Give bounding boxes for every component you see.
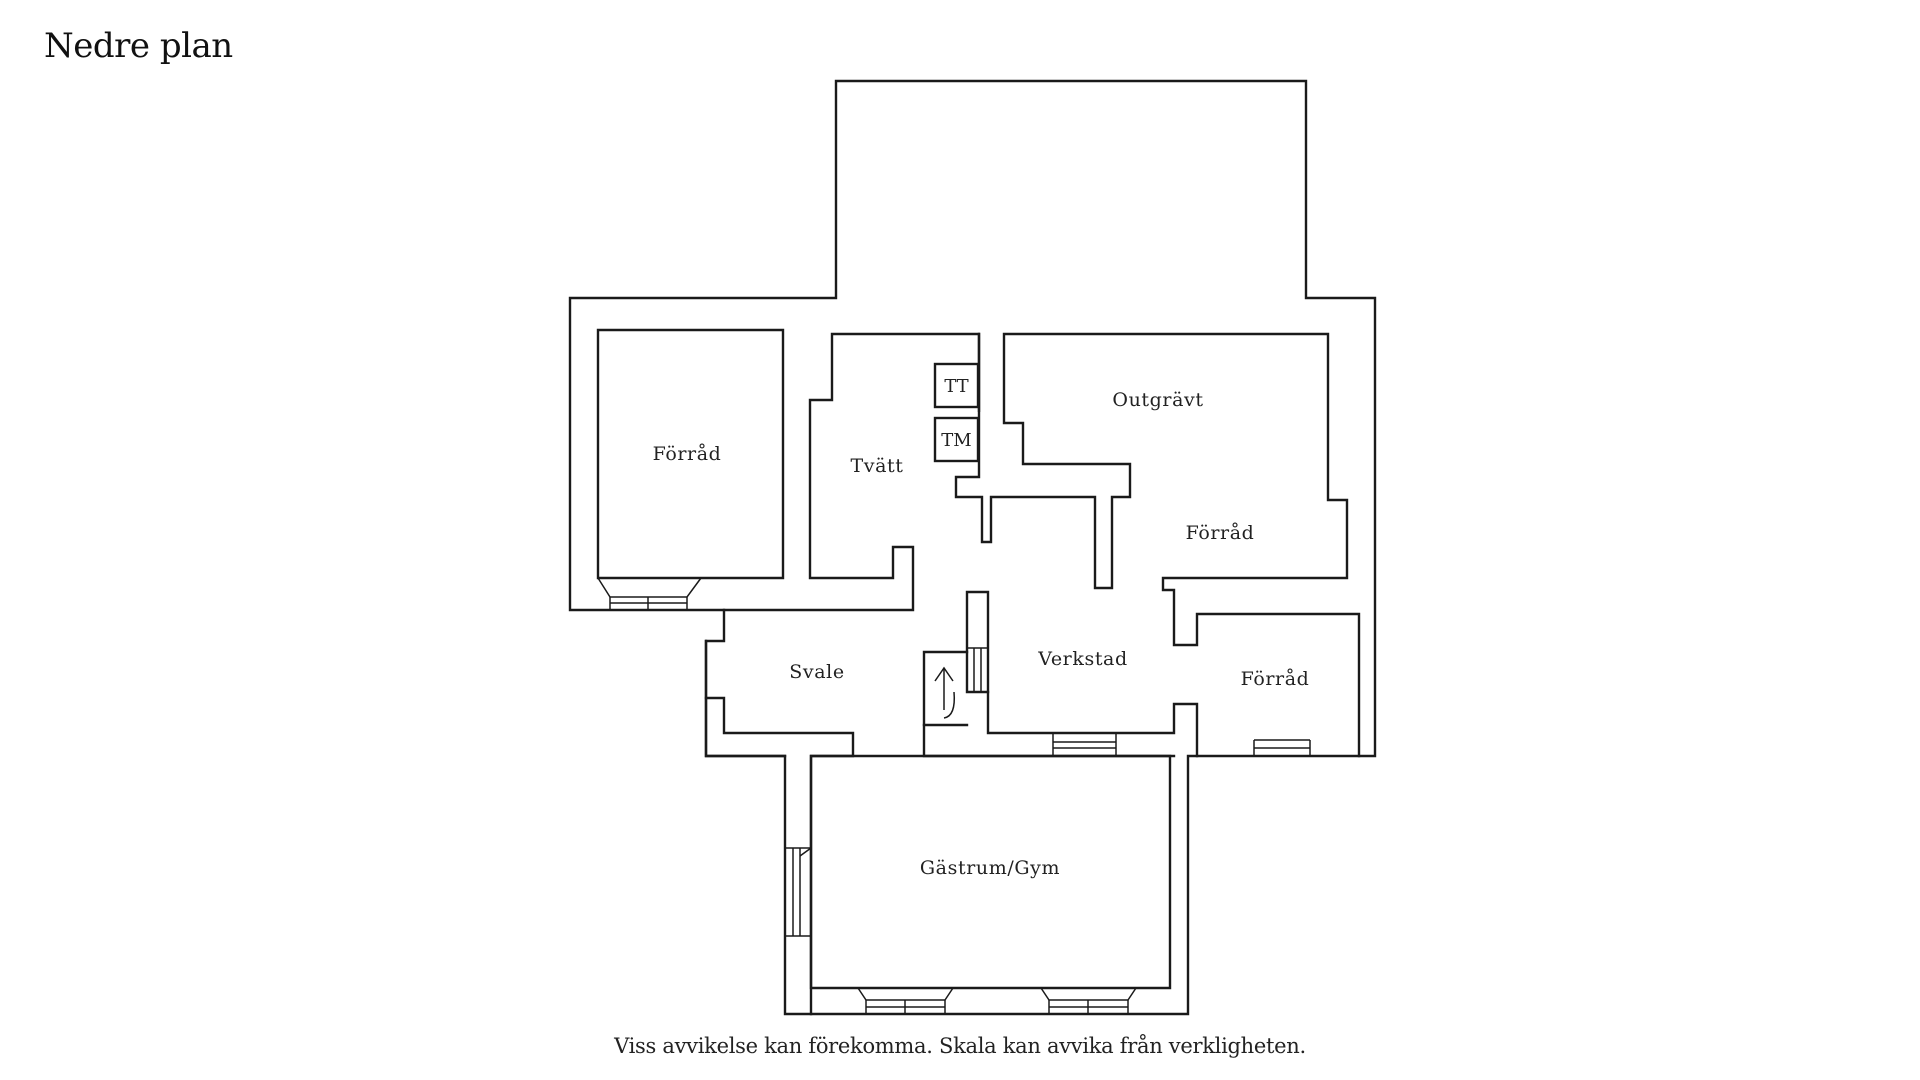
disclaimer-note: Viss avvikelse kan förekomma. Skala kan … (614, 1034, 1306, 1058)
tm-label: TM (941, 430, 971, 451)
room-label-gastrum: Gästrum/Gym (920, 857, 1060, 879)
window-verkstad (1052, 733, 1117, 756)
window-gastrum-bottom-1 (857, 987, 954, 1014)
verkstad-bottom-wall (986, 690, 1199, 758)
tt-label: TT (944, 376, 968, 397)
page-title: Nedre plan (44, 26, 233, 66)
forrad-left-walls (596, 328, 785, 580)
svale-walls (704, 639, 855, 1016)
room-label-verkstad: Verkstad (1037, 648, 1128, 670)
hall-bottom-wall (922, 723, 1176, 758)
window-forrad-left (597, 577, 702, 610)
svale-lower-walls (704, 696, 787, 758)
room-label-forrad-mid: Förråd (1186, 522, 1255, 544)
gastrum-walls (809, 754, 1172, 990)
central-walls (954, 332, 1361, 758)
room-label-outgravt: Outgrävt (1112, 389, 1203, 411)
room-label-forrad-right: Förråd (1241, 668, 1310, 690)
stair (922, 590, 990, 727)
room-label-forrad-left: Förråd (653, 443, 722, 465)
window-forrad-right (1253, 739, 1311, 756)
room-label-tvatt: Tvätt (850, 455, 903, 477)
window-gastrum-left (785, 847, 812, 937)
room-label-svale: Svale (789, 661, 844, 683)
window-gastrum-bottom-2 (1040, 987, 1137, 1014)
